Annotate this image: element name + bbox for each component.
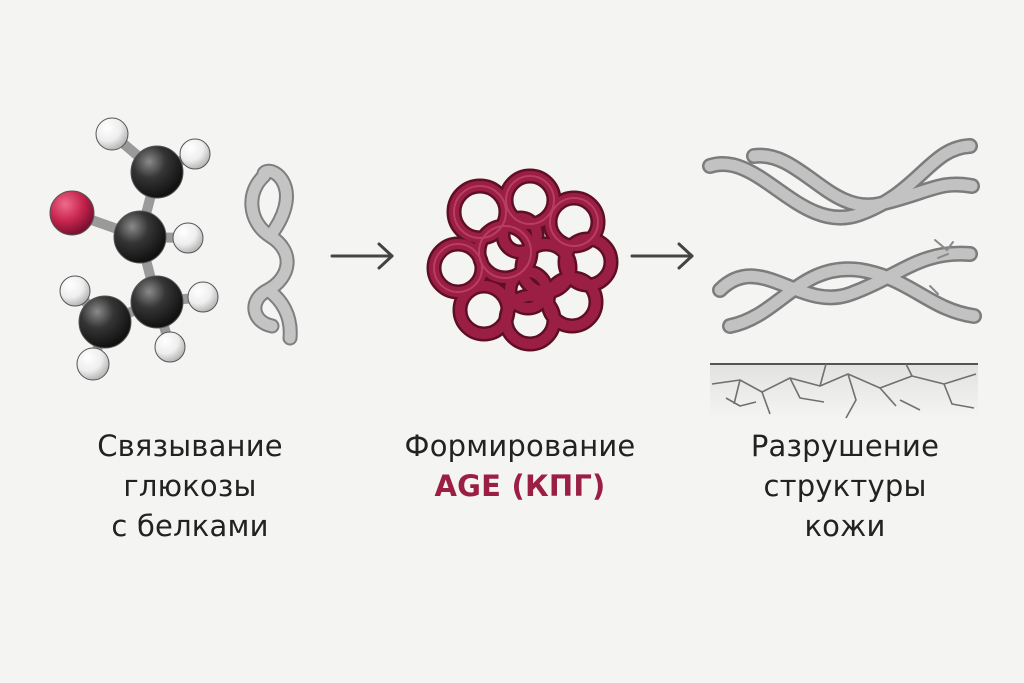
step-3-line-3: кожи: [804, 509, 886, 543]
arrow-right-icon: [630, 242, 694, 270]
age-tangle-icon: [426, 168, 619, 352]
glucose-molecule-icon: [49, 117, 219, 381]
step-3-line-1: Разрушение: [750, 429, 940, 463]
step-1-caption: Связывание глюкозы с белками: [40, 426, 340, 546]
collagen-fibers-icon: [702, 138, 982, 334]
step-2-caption: Формирование AGE (КПГ): [360, 426, 680, 506]
step-1-line-3: с белками: [111, 509, 269, 543]
step-1-line-2: глюкозы: [123, 469, 257, 503]
step-3-caption: Разрушение структуры кожи: [690, 426, 1000, 546]
step-3-line-2: структуры: [763, 469, 927, 503]
step-2-line-1: Формирование: [404, 429, 636, 463]
step-1-line-1: Связывание: [97, 429, 283, 463]
cracked-skin-icon: [710, 363, 978, 419]
protein-strand-icon: [244, 163, 298, 346]
step-2-highlight: AGE (КПГ): [434, 469, 606, 503]
arrow-right-icon: [330, 242, 394, 270]
